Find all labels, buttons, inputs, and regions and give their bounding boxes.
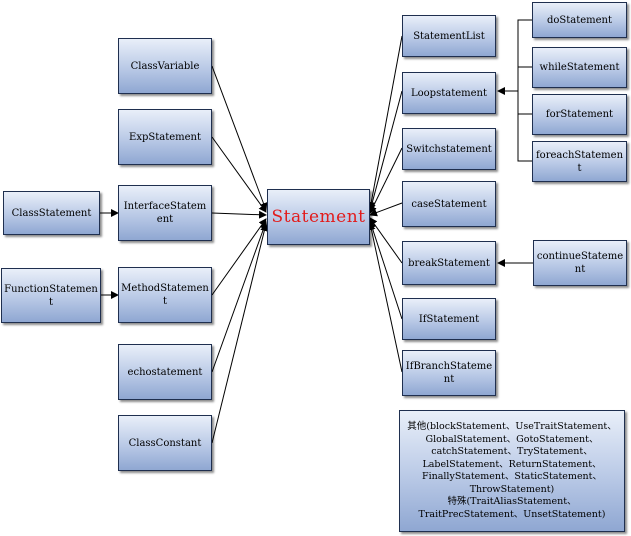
edge-switch-statement — [369, 147, 403, 214]
statementlist-node: StatementList — [402, 15, 496, 57]
note-line: FinallyStatement、StaticStatement、 — [421, 471, 602, 482]
continuestatement-label: continueStatement — [536, 251, 624, 275]
functionstatement-node: FunctionStatement — [1, 268, 101, 323]
edge-classconstant-statement — [211, 223, 269, 444]
edge-classvariable-statement — [211, 65, 268, 211]
classvariable-label: ClassVariable — [130, 60, 200, 72]
methodstatement-label: MethodStatement — [121, 283, 209, 307]
ifstatement-label: IfStatement — [418, 313, 480, 325]
ifstatement-node: IfStatement — [402, 298, 496, 340]
edge-if-statement — [368, 220, 403, 320]
casestatement-node: caseStatement — [402, 181, 496, 227]
statement-node: Statement — [267, 189, 370, 245]
edge-expstatement-statement — [211, 136, 267, 213]
note-line: 其他(blockStatement、UseTraitStatement、 — [407, 421, 617, 432]
forstatement-label: forStatement — [545, 109, 614, 120]
whilestatement-label: whileStatement — [539, 62, 620, 73]
edge-ifbranch-statement — [367, 222, 403, 373]
functionstatement-label: FunctionStatement — [4, 283, 98, 308]
note-line: LabelStatement、ReturnStatement、 — [422, 458, 602, 470]
note-line: catchStatement、TryStatement、 — [431, 446, 593, 457]
note-line: TraitPrecStatement、UnsetStatement) — [418, 508, 606, 520]
interfacestatement-node: InterfaceStatement — [118, 185, 212, 241]
loopstatement-node: Loopstatement — [402, 72, 496, 114]
classstatement-label: ClassStatement — [11, 207, 92, 219]
casestatement-label: caseStatement — [411, 198, 487, 210]
other-statements-note: 其他(blockStatement、UseTraitStatement、 Glo… — [399, 410, 625, 532]
expstatement-label: ExpStatement — [129, 131, 201, 143]
methodstatement-node: MethodStatement — [118, 267, 212, 323]
edge-method-statement — [211, 218, 267, 296]
note-line: GlobalStatement、GotoStatement、 — [425, 433, 599, 445]
edge-interface-statement — [211, 210, 267, 219]
ifbranchstatement-node: IfBranchStatement — [402, 350, 496, 396]
classstatement-node: ClassStatement — [3, 191, 100, 235]
echostatement-node: echostatement — [118, 344, 212, 400]
edge-echo-statement — [211, 221, 268, 373]
whilestatement-node: whileStatement — [532, 47, 627, 88]
statement-label: Statement — [271, 206, 366, 227]
edge-loop-children-bracket — [517, 19, 532, 162]
foreachstatement-label: foreachStatement — [535, 149, 624, 174]
echostatement-label: echostatement — [127, 366, 203, 378]
breakstatement-node: breakStatement — [402, 241, 496, 285]
classconstant-label: ClassConstant — [128, 437, 202, 449]
edge-loop-statement — [367, 90, 403, 212]
edge-statementlist-statement — [367, 35, 403, 210]
edge-break-statement — [369, 217, 403, 264]
switchstatement-label: Switchstatement — [406, 143, 492, 155]
expstatement-node: ExpStatement — [118, 109, 212, 165]
foreachstatement-node: foreachStatement — [532, 141, 627, 182]
forstatement-node: forStatement — [532, 94, 627, 135]
loopstatement-label: Loopstatement — [411, 87, 487, 99]
continuestatement-node: continueStatement — [533, 240, 627, 286]
note-line: ThrowStatement) — [469, 483, 555, 495]
note-line: 特殊(TraitAliasStatement、 — [447, 496, 577, 507]
classconstant-node: ClassConstant — [118, 415, 212, 471]
edge-case-statement — [369, 202, 403, 217]
dostatement-label: doStatement — [546, 14, 613, 26]
ifbranchstatement-label: IfBranchStatement — [405, 361, 493, 385]
classvariable-node: ClassVariable — [118, 38, 212, 94]
interfacestatement-label: InterfaceStatement — [123, 201, 207, 225]
statementlist-label: StatementList — [413, 30, 485, 42]
breakstatement-label: breakStatement — [408, 257, 490, 269]
switchstatement-node: Switchstatement — [402, 128, 496, 170]
dostatement-node: doStatement — [532, 2, 627, 38]
